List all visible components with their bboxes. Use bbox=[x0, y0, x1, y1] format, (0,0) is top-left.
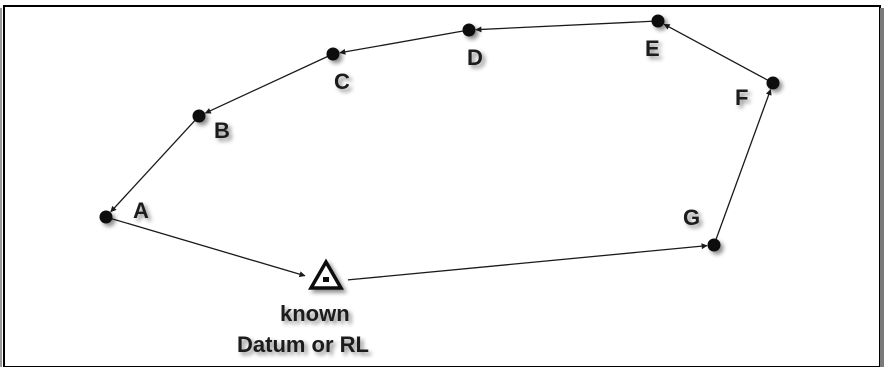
traverse-legs bbox=[110, 20, 772, 281]
station-point-c bbox=[326, 47, 340, 61]
datum-label-line1: known bbox=[280, 301, 350, 326]
leg-e-to-d bbox=[475, 20, 653, 33]
station-label-g: G bbox=[683, 205, 700, 230]
leg-f-to-e bbox=[663, 23, 769, 81]
station-label-f: F bbox=[735, 85, 748, 110]
leg-c-to-b bbox=[204, 55, 328, 114]
datum-label-line2: Datum or RL bbox=[237, 332, 369, 357]
station-point-g bbox=[707, 238, 721, 252]
station-point-b bbox=[192, 109, 206, 123]
station-label-b: B bbox=[214, 118, 230, 143]
leg-d-to-c bbox=[339, 30, 464, 55]
station-label-c: C bbox=[334, 69, 350, 94]
station-labels: A B C D E F G bbox=[133, 36, 748, 230]
station-label-d: D bbox=[467, 45, 483, 70]
leg-datum-to-g bbox=[347, 243, 708, 281]
station-point-f bbox=[766, 76, 780, 90]
frame-border bbox=[3, 5, 881, 367]
station-label-e: E bbox=[645, 36, 660, 61]
leg-a-to-datum bbox=[111, 218, 306, 278]
leg-b-to-a bbox=[110, 119, 196, 213]
station-points bbox=[99, 14, 780, 252]
station-label-a: A bbox=[133, 198, 149, 223]
station-point-e bbox=[651, 14, 665, 28]
station-point-a bbox=[99, 210, 113, 224]
triangle-benchmark-icon bbox=[307, 258, 345, 290]
station-point-d bbox=[462, 23, 476, 37]
leg-g-to-f bbox=[715, 89, 772, 240]
